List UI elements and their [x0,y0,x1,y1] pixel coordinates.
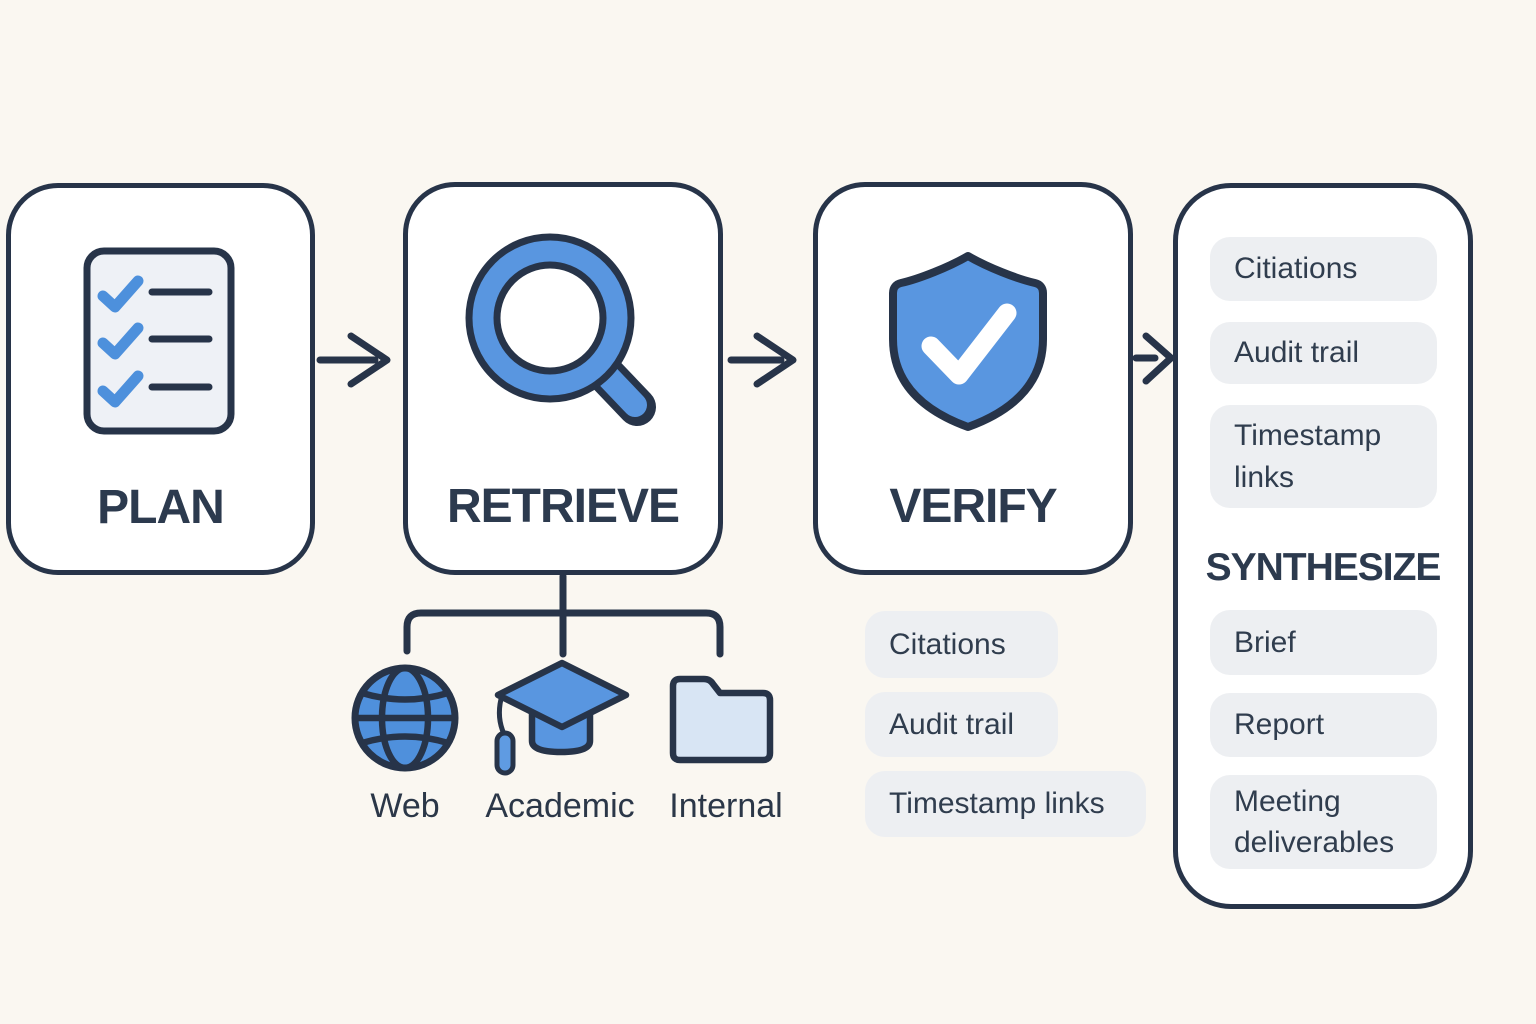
synthesize-output-chip-report: Report [1210,693,1437,757]
step-title-plan: PLAN [97,481,225,534]
synthesize-input-chip-audit-trail: Audit trail [1210,322,1437,384]
arrow-verify-to-synthesize [1132,332,1175,385]
source-label-web: Web [370,787,440,825]
arrow-plan-to-retrieve [316,332,391,388]
shield-check-icon [889,252,1047,431]
arrow-retrieve-to-verify [727,332,797,388]
verify-output-chip-audit-trail: Audit trail [865,692,1058,757]
step-card-plan: PLAN [6,183,315,575]
retrieve-sources-branch-line [403,572,724,658]
folder-icon [669,675,774,764]
synthesize-panel: Citiations Audit trail Timestamp links S… [1173,183,1473,909]
step-title-verify: VERIFY [889,480,1057,533]
step-title-retrieve: RETRIEVE [446,480,680,533]
synthesize-output-chip-brief: Brief [1210,610,1437,675]
search-magnifier-icon [465,233,656,426]
source-label-internal: Internal [669,787,783,825]
checklist-icon [83,247,235,435]
verify-output-chip-citations: Citations [865,611,1058,678]
step-card-retrieve: RETRIEVE [403,182,723,575]
synthesize-input-chip-timestamp-links: Timestamp links [1210,405,1437,508]
step-card-verify: VERIFY [813,182,1133,575]
synthesize-input-chip-citations: Citiations [1210,237,1437,301]
globe-icon [351,664,459,772]
synthesize-output-chip-meeting-deliverables: Meeting deliverables [1210,775,1437,869]
graduation-cap-icon [494,659,630,776]
synthesize-title: SYNTHESIZE [1205,546,1442,589]
verify-output-chip-timestamp-links: Timestamp links [865,771,1146,837]
source-label-academic: Academic [485,787,635,825]
